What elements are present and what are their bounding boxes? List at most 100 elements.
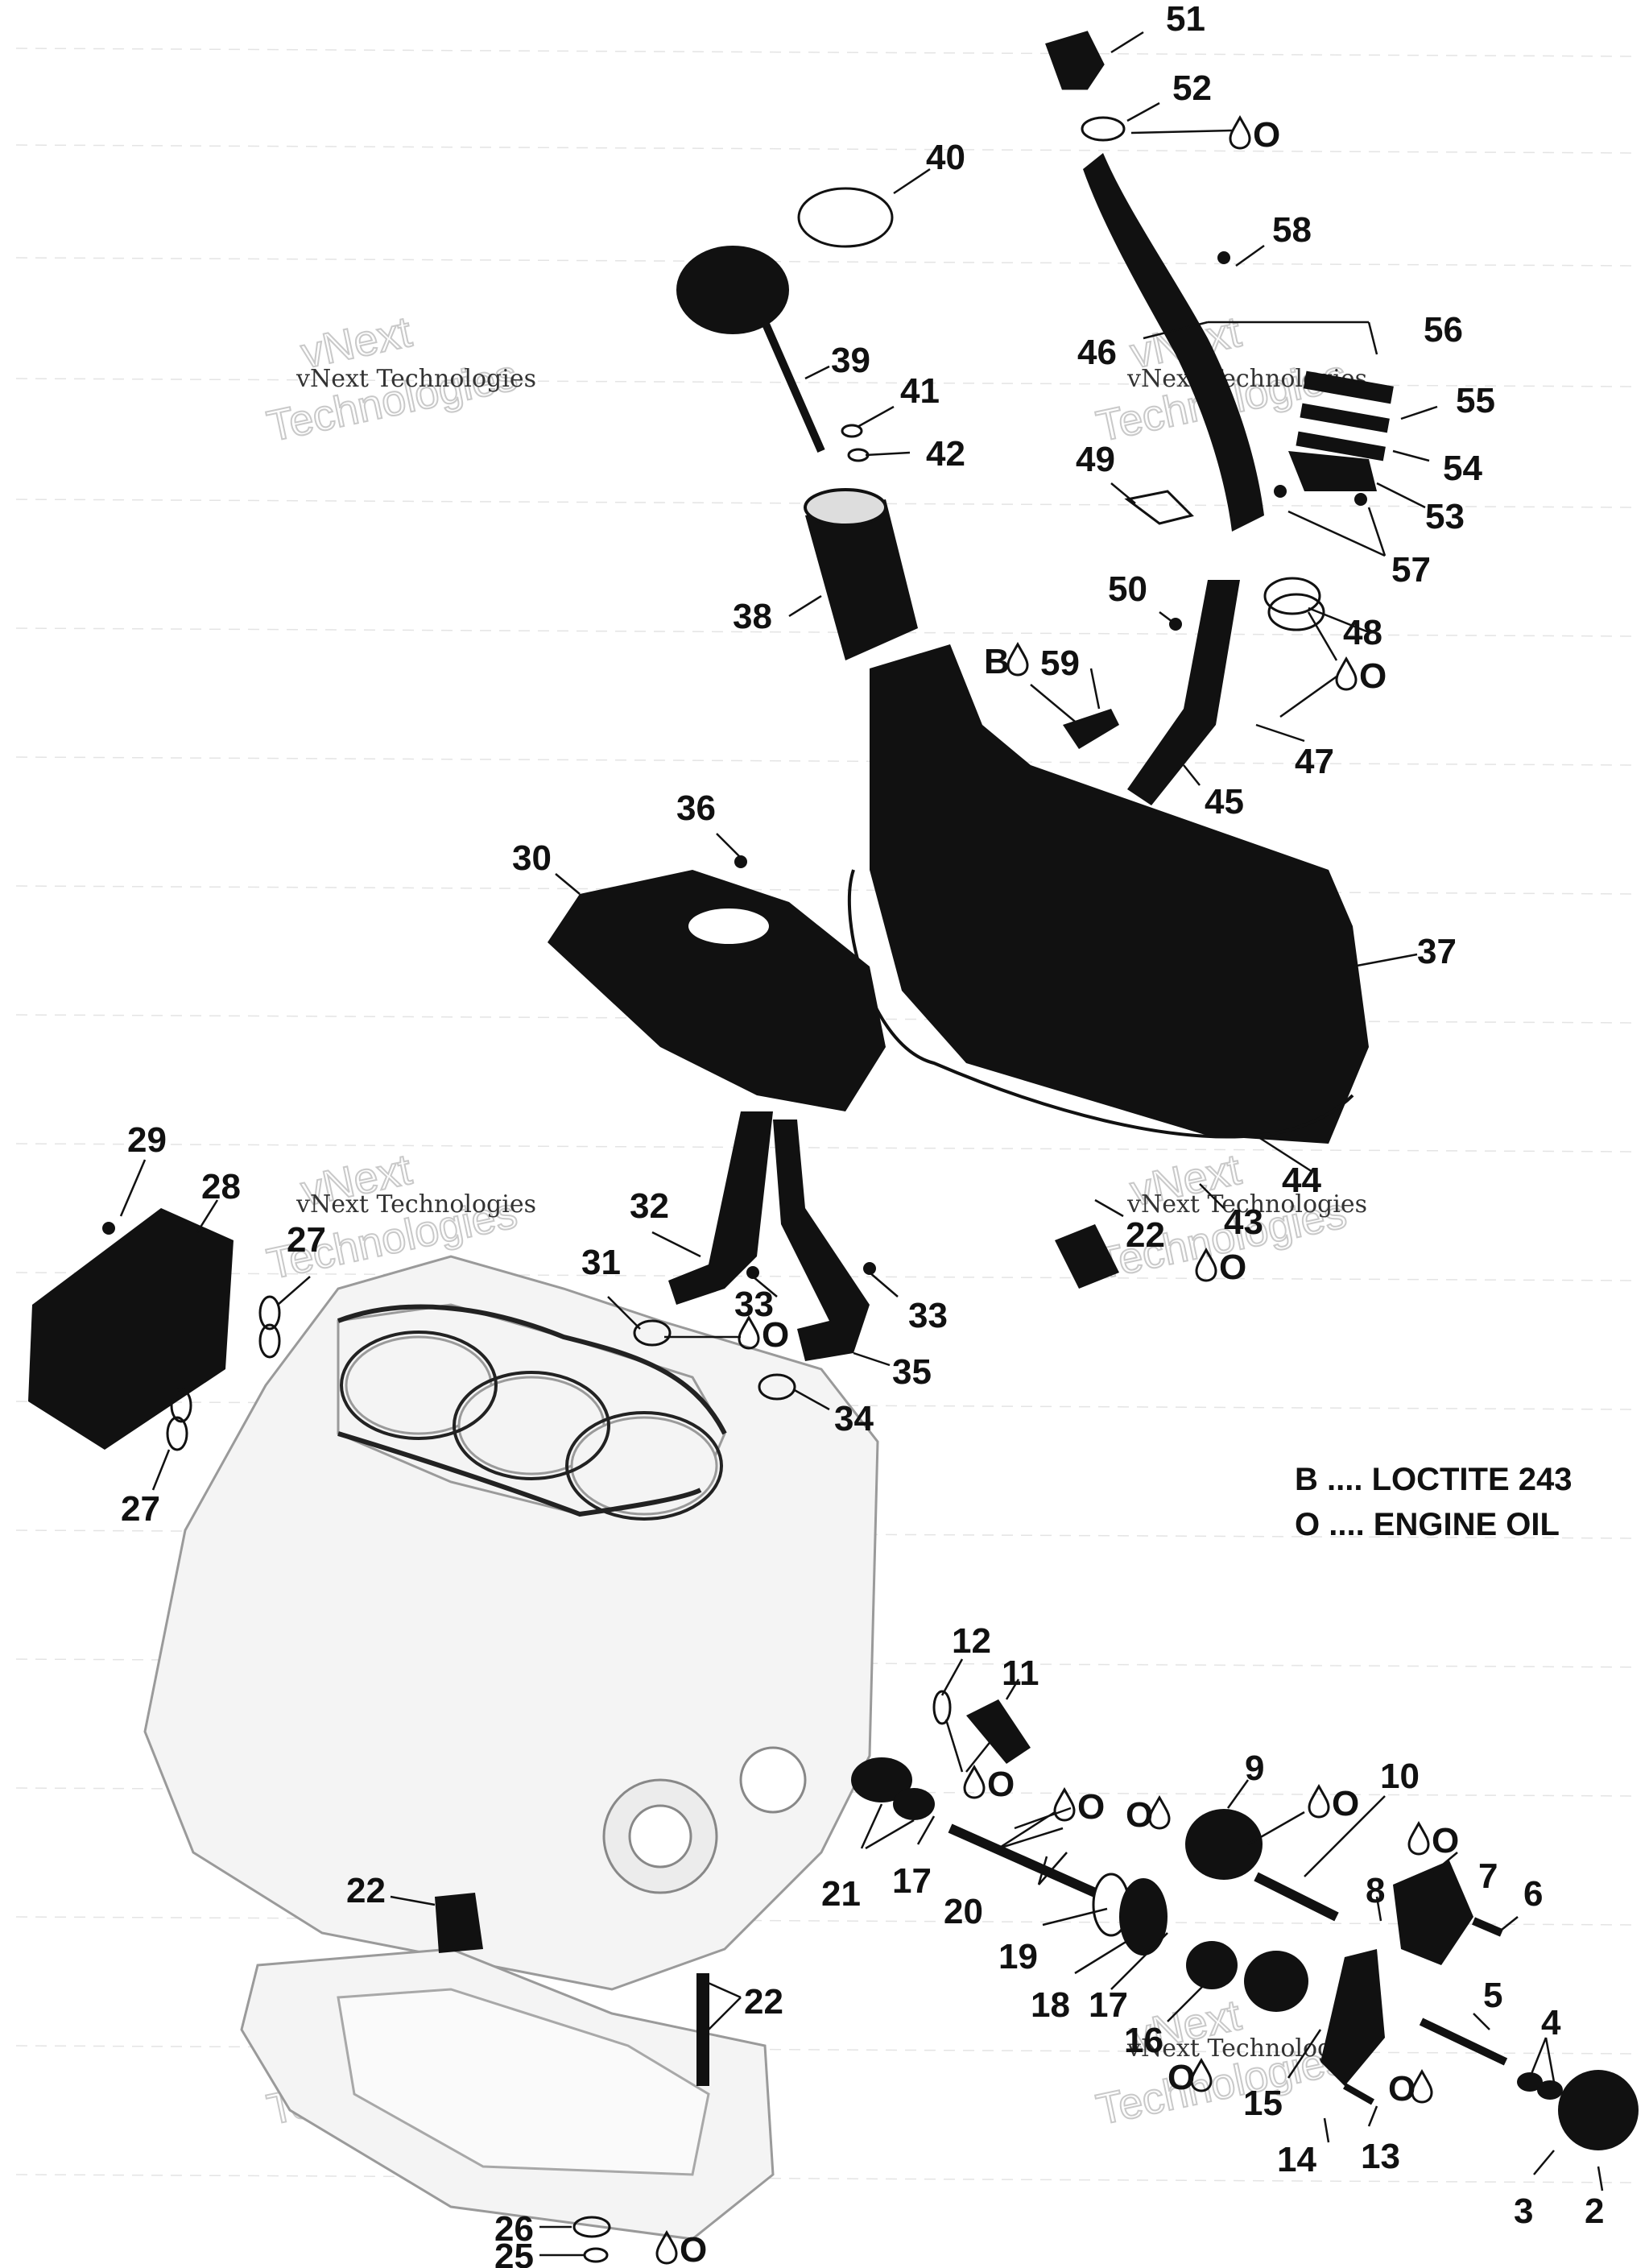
callout-45: 45 (1205, 782, 1244, 822)
callout-56: 56 (1424, 310, 1463, 350)
bushing-21b (893, 1788, 935, 1820)
leader-lines (119, 31, 1604, 2257)
callout-34: 34 (834, 1399, 874, 1438)
screw-57a (1274, 485, 1287, 498)
callout-22-tank: 22 (1126, 1215, 1165, 1255)
oil-symbol: O (1388, 2068, 1433, 2109)
ring-26 (572, 2216, 611, 2238)
svg-text:O: O (1168, 2058, 1195, 2097)
callout-20: 20 (944, 1892, 983, 1931)
shaft-5 (1419, 2018, 1508, 2066)
callout-16: 16 (1124, 2021, 1163, 2060)
callout-35: 35 (892, 1352, 932, 1392)
oil-pipe-32 (668, 1111, 773, 1305)
oil-symbol: O (1053, 1786, 1105, 1827)
oil-symbol: O (738, 1314, 789, 1355)
callout-15: 15 (1243, 2084, 1283, 2123)
o-ring-27-lower (166, 1416, 188, 1451)
svg-text:O: O (1219, 1248, 1246, 1287)
loctite-symbol: B (984, 641, 1029, 681)
callout-13: 13 (1361, 2137, 1400, 2176)
callout-50: 50 (1108, 569, 1147, 609)
callout-47: 47 (1295, 742, 1334, 781)
pump-cover-7 (1393, 1860, 1473, 1965)
screw-58 (1217, 251, 1230, 264)
oil-pipe-35 (773, 1120, 870, 1361)
oil-symbol: O (1195, 1247, 1246, 1287)
oil-symbol: O (1335, 656, 1387, 696)
callout-5: 5 (1483, 1976, 1502, 2015)
callout-41: 41 (900, 371, 940, 411)
callout-18: 18 (1031, 1985, 1070, 2025)
ring-12 (932, 1690, 952, 1725)
cover-30 (548, 870, 886, 1111)
callout-37: 37 (1417, 932, 1457, 971)
rotor-9 (1185, 1809, 1263, 1880)
oil-filter-cap (676, 246, 789, 334)
callout-22-left: 22 (346, 1871, 386, 1910)
callout-2: 2 (1585, 2191, 1604, 2231)
callout-27-upper: 27 (287, 1220, 326, 1260)
screw-36 (734, 855, 747, 868)
legend-engine-oil: O .... ENGINE OIL (1295, 1507, 1560, 1542)
callout-42: 42 (926, 434, 965, 474)
oil-tank-housing (870, 644, 1369, 1144)
plate-22-upper (1055, 1224, 1119, 1289)
callout-3: 3 (1514, 2191, 1533, 2231)
callout-17-lower: 17 (1089, 1985, 1128, 2025)
o-ring-27-upper (258, 1323, 281, 1359)
svg-text:O: O (1432, 1821, 1459, 1860)
callout-48: 48 (1343, 613, 1382, 652)
watermark-text: vNext Technologies (295, 365, 536, 393)
callout-54: 54 (1443, 449, 1482, 488)
o-ring-34 (758, 1373, 796, 1401)
sensor-59 (1063, 709, 1119, 749)
callout-9: 9 (1245, 1749, 1264, 1788)
oil-symbol: O (655, 2229, 707, 2268)
shaft-20 (948, 1823, 1097, 1898)
parts-group (28, 31, 1639, 2263)
oil-symbol: O (1229, 114, 1280, 155)
oil-symbol: O (1126, 1794, 1171, 1835)
clip-49 (1124, 490, 1194, 525)
ring-25 (583, 2247, 609, 2263)
o-ring-52 (1081, 116, 1126, 142)
oil-filler-cap (1045, 31, 1105, 90)
o-ring-31 (633, 1319, 672, 1347)
callout-43: 43 (1224, 1202, 1263, 1242)
svg-text:O: O (1388, 2069, 1415, 2109)
svg-text:O: O (680, 2230, 707, 2268)
callout-28: 28 (201, 1167, 241, 1206)
shaft-10 (1254, 1872, 1339, 1922)
bracket-55 (1300, 403, 1390, 433)
callout-52: 52 (1172, 68, 1212, 108)
svg-text:O: O (1077, 1787, 1105, 1827)
svg-text:O: O (1332, 1784, 1359, 1823)
oil-filler-tube (1083, 153, 1264, 532)
bracket-56 (1303, 370, 1394, 404)
screw-33a (746, 1266, 759, 1279)
o-ring-41 (841, 424, 863, 438)
o-ring-48 (1263, 577, 1321, 615)
callout-57: 57 (1391, 550, 1431, 590)
callout-33-right: 33 (908, 1296, 948, 1335)
svg-text:O: O (1359, 656, 1387, 696)
callout-8: 8 (1366, 1871, 1385, 1910)
filler-tube-lower (1127, 580, 1240, 805)
callout-39: 39 (831, 341, 870, 380)
callout-6: 6 (1523, 1874, 1543, 1914)
pump-housing-14 (1320, 1949, 1385, 2086)
callout-7: 7 (1478, 1856, 1498, 1896)
plate-22-strip (696, 1973, 709, 2086)
callout-12: 12 (952, 1621, 991, 1661)
callout-40: 40 (926, 138, 965, 177)
callout-53: 53 (1425, 497, 1465, 536)
rotor-18 (1119, 1878, 1168, 1956)
callout-36: 36 (676, 788, 716, 828)
screw-29 (102, 1222, 115, 1235)
callout-25: 25 (494, 2237, 534, 2268)
callout-30: 30 (512, 838, 552, 878)
watermark-text: vNext Technologies (1126, 1190, 1367, 1219)
callout-31: 31 (581, 1243, 621, 1282)
